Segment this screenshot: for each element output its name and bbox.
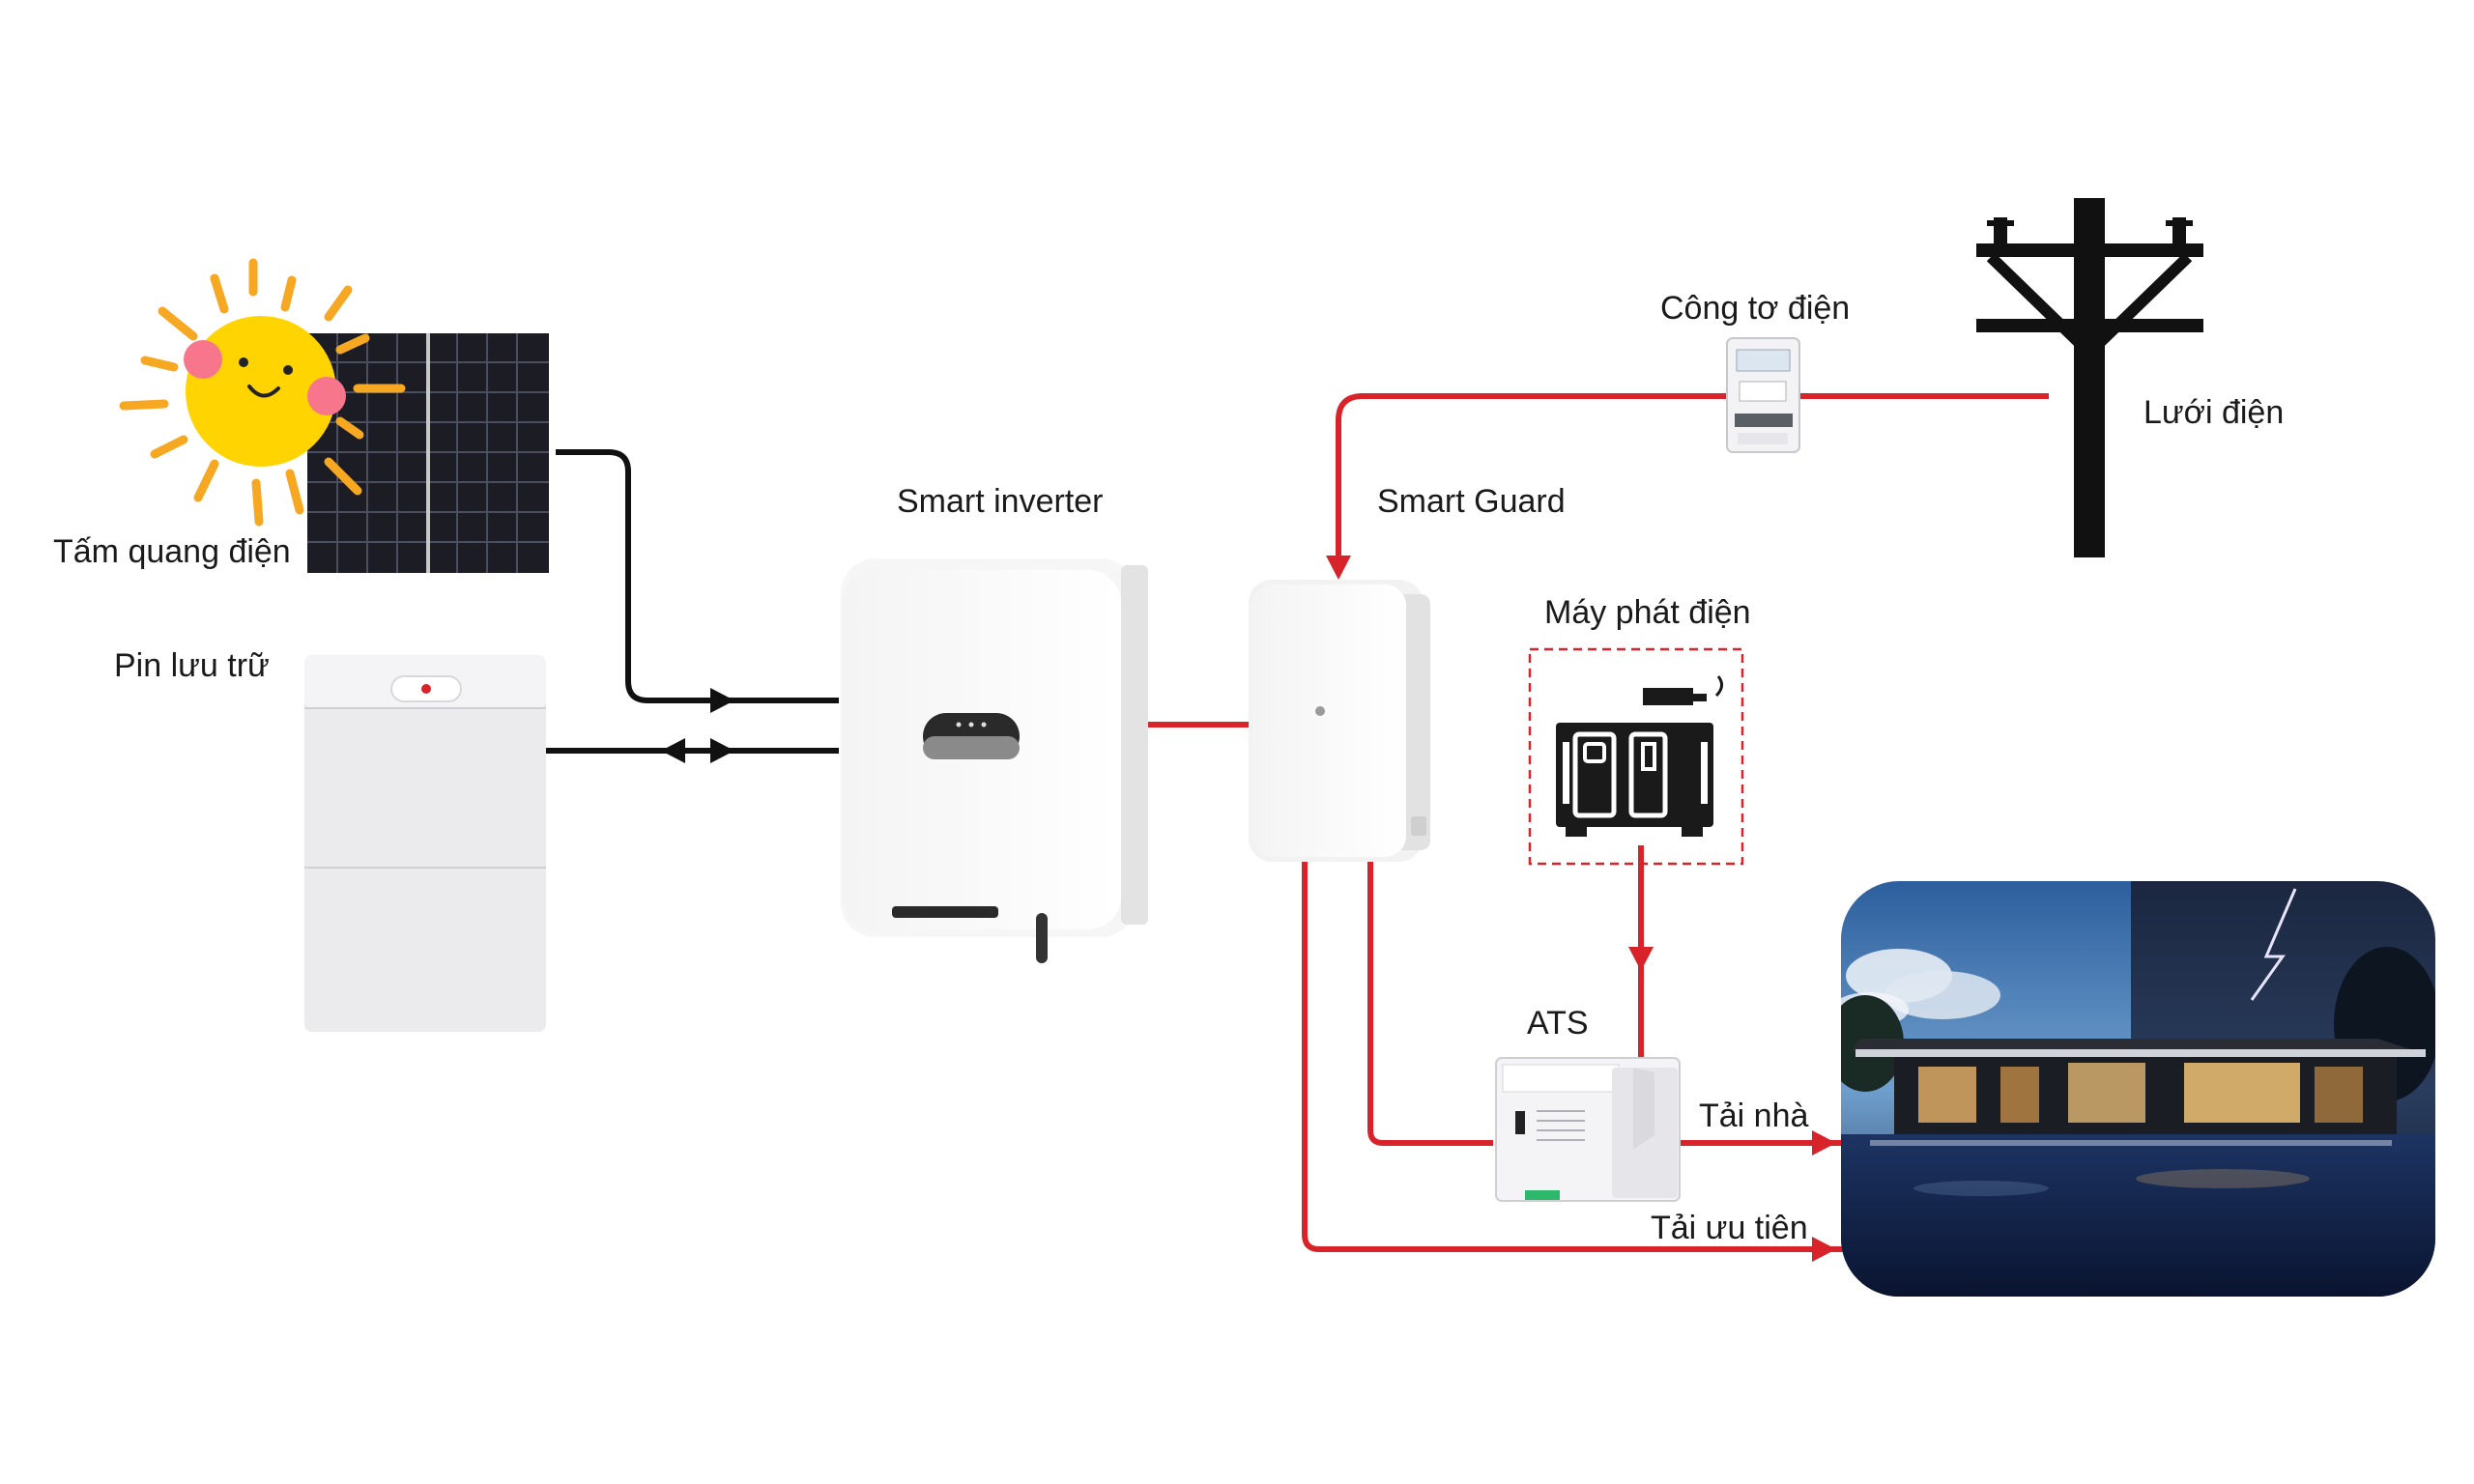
arrow-down-icon bbox=[1326, 556, 1351, 580]
dc-line-solar bbox=[556, 449, 839, 713]
label-meter: Công tơ điện bbox=[1660, 290, 1850, 327]
label-home-load: Tải nhà bbox=[1699, 1098, 1808, 1134]
label-inverter: Smart inverter bbox=[897, 483, 1104, 520]
power-pole-icon bbox=[1976, 198, 2203, 557]
smiling-sun-icon bbox=[119, 258, 406, 527]
generator-icon bbox=[1528, 647, 1744, 866]
ac-line-generator bbox=[1628, 845, 1654, 1058]
ac-line-guard-ats bbox=[1367, 855, 1493, 1146]
dc-line-battery bbox=[546, 738, 839, 763]
arrow-right-icon bbox=[1812, 1237, 1836, 1262]
arrow-right-icon bbox=[710, 738, 734, 763]
house-photo-icon bbox=[1841, 881, 2435, 1297]
battery-cabinet-icon bbox=[304, 655, 546, 1032]
arrow-right-icon bbox=[1812, 1130, 1836, 1156]
label-generator: Máy phát điện bbox=[1544, 594, 1751, 631]
arrow-left-icon bbox=[661, 738, 685, 763]
label-smart-guard: Smart Guard bbox=[1377, 483, 1566, 520]
electric-meter-icon bbox=[1726, 337, 1800, 453]
smart-guard-icon bbox=[1249, 580, 1430, 862]
ats-switch-icon bbox=[1495, 1057, 1681, 1202]
solar-panel-icon bbox=[307, 333, 549, 573]
label-grid: Lưới điện bbox=[2143, 394, 2284, 431]
ac-line-grid bbox=[1326, 393, 2049, 580]
arrow-right-icon bbox=[710, 688, 734, 713]
inverter-icon bbox=[841, 558, 1148, 963]
label-solar-panel: Tấm quang điện bbox=[53, 533, 291, 570]
arrow-down-icon bbox=[1628, 947, 1654, 971]
label-battery: Pin lưu trữ bbox=[114, 647, 270, 684]
label-ats: ATS bbox=[1527, 1005, 1589, 1042]
label-priority-load: Tải ưu tiên bbox=[1651, 1210, 1808, 1246]
